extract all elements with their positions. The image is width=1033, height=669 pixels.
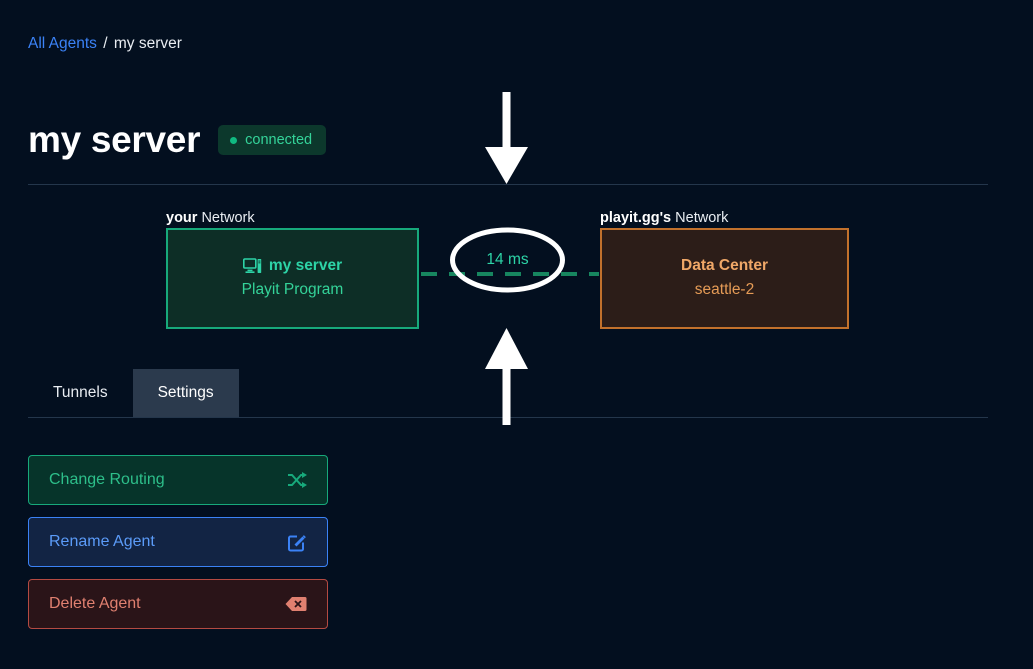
- your-network-label-strong: your: [166, 210, 198, 226]
- your-network-box-title: my server: [268, 257, 343, 274]
- status-badge-label: connected: [245, 132, 313, 148]
- breadcrumb-current: my server: [113, 35, 182, 52]
- your-network-box-subtitle: Playit Program: [241, 281, 344, 298]
- change-routing-button[interactable]: Change Routing: [28, 455, 328, 505]
- your-network-box-title-row: my server: [242, 256, 343, 276]
- tab-tunnels[interactable]: Tunnels: [28, 369, 133, 417]
- change-routing-label: Change Routing: [49, 471, 165, 488]
- rename-agent-label: Rename Agent: [49, 533, 155, 550]
- playit-network-box: Data Center seattle-2: [600, 228, 849, 329]
- breadcrumb-all-agents-link[interactable]: All Agents: [28, 35, 97, 52]
- your-network-label-rest: Network: [197, 210, 255, 226]
- rename-agent-button[interactable]: Rename Agent: [28, 517, 328, 567]
- delete-agent-label: Delete Agent: [49, 595, 141, 612]
- latency-value: 14 ms: [486, 251, 529, 268]
- page-title: my server: [28, 119, 201, 160]
- network-diagram: your Network playit.gg's Network: [166, 92, 849, 430]
- playit-network-label: playit.gg's Network: [600, 209, 728, 227]
- header-divider: [28, 184, 988, 185]
- status-dot-icon: [230, 136, 238, 144]
- shuffle-icon: [287, 471, 307, 489]
- pencil-square-icon: [287, 532, 307, 552]
- playit-network-label-rest: Network: [671, 210, 729, 226]
- playit-network-box-title: Data Center: [681, 257, 768, 274]
- settings-actions: Change Routing Rename Agent: [28, 455, 328, 629]
- playit-network-label-strong: playit.gg's: [600, 210, 672, 226]
- playit-network-box-subtitle: seattle-2: [694, 281, 755, 298]
- arrow-down-icon: [480, 92, 533, 190]
- backspace-delete-icon: [285, 596, 307, 612]
- breadcrumb: All Agents / my server: [28, 34, 182, 54]
- status-badge: connected: [218, 125, 327, 155]
- breadcrumb-separator: /: [103, 35, 108, 52]
- tab-bar: Tunnels Settings: [28, 369, 239, 417]
- arrow-up-icon: [480, 325, 533, 430]
- your-network-box: my server Playit Program: [166, 228, 419, 329]
- tab-settings[interactable]: Settings: [132, 369, 239, 417]
- delete-agent-button[interactable]: Delete Agent: [28, 579, 328, 629]
- page-header: my server connected: [28, 118, 327, 162]
- your-network-label: your Network: [166, 209, 255, 227]
- desktop-computer-icon: [242, 258, 262, 274]
- connector-dashed-line: [421, 272, 599, 276]
- latency-indicator: 14 ms: [449, 227, 566, 293]
